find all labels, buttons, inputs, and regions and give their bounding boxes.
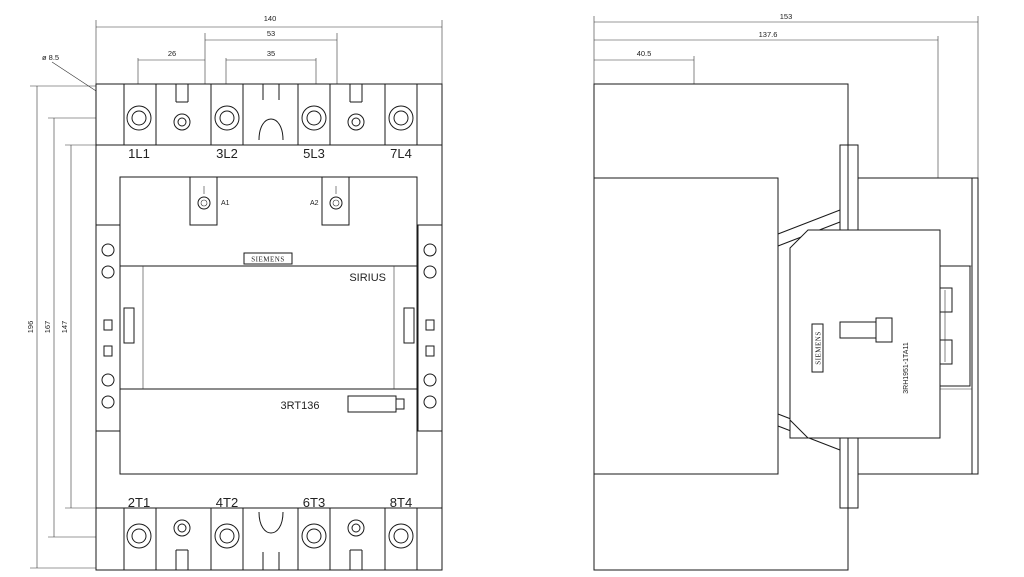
dim-height-overall-label: 196 (26, 321, 35, 334)
dim-width: 140 (95, 14, 443, 84)
top-terminal-lugs (123, 83, 418, 145)
side-brand-logo: SIEMENS (815, 331, 823, 364)
brand-plate (243, 252, 293, 265)
terminal-6T3: 6T3 (303, 495, 325, 510)
terminal-5L3: 5L3 (303, 146, 325, 161)
coil-terminal-a2 (321, 176, 350, 226)
dim-depth-overall-label: 153 (780, 12, 793, 21)
dim-depth-153: 153 (593, 12, 979, 178)
dim-pitch-b-label: 53 (267, 29, 275, 38)
dim-height-c-label: 147 (60, 321, 69, 334)
aux-block-left (95, 224, 135, 432)
coil-terminal-a2-label: A2 (310, 200, 319, 207)
aux-block-label: 3RH1951-1TA11 (903, 342, 910, 394)
terminal-8T4: 8T4 (390, 495, 412, 510)
dim-pitch-c-label: 35 (267, 49, 275, 58)
front-view: 140 53 26 35 ø 8.5 (26, 14, 443, 571)
bottom-terminal-lugs (123, 508, 418, 570)
dim-depth-137: 137.6 (594, 30, 939, 178)
terminal-1L1: 1L1 (128, 146, 150, 161)
front-cover (119, 176, 418, 475)
terminal-7L4: 7L4 (390, 146, 412, 161)
dim-pitch-a-label: 26 (168, 49, 176, 58)
dim-depth-b-label: 137.6 (759, 30, 778, 39)
dim-width-label: 140 (264, 14, 277, 23)
dim-height-b-label: 167 (43, 321, 52, 334)
side-brand-plate (811, 323, 824, 373)
coil-terminal-a1 (189, 176, 218, 226)
side-base-block (593, 177, 779, 475)
brand-logo: SIEMENS (251, 256, 284, 264)
model-label: 3RT136 (281, 400, 320, 412)
dim-depth-c-label: 40.5 (637, 49, 652, 58)
dim-depth-40: 40.5 (594, 49, 695, 84)
dim-height-147: 147 (60, 144, 96, 509)
side-view: 153 137.6 40.5 (593, 12, 979, 571)
terminal-3L2: 3L2 (216, 146, 238, 161)
aux-block-right (403, 224, 443, 432)
terminal-4T2: 4T2 (216, 495, 238, 510)
terminal-2T1: 2T1 (128, 495, 150, 510)
dim-hole-label: ø 8.5 (42, 53, 59, 62)
series-label: SIRIUS (349, 272, 386, 284)
coil-terminal-a1-label: A1 (221, 200, 230, 207)
